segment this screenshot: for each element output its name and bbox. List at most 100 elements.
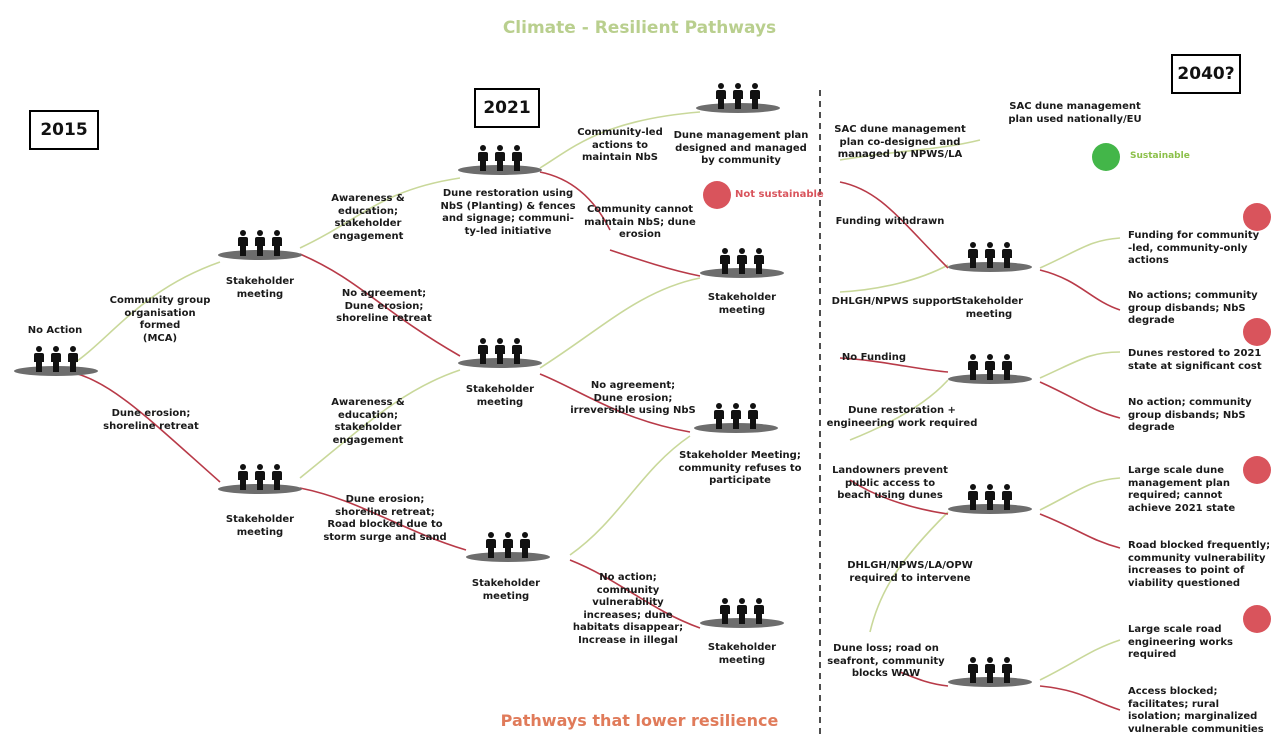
connector-lower bbox=[69, 371, 221, 483]
connector-resilient bbox=[839, 139, 981, 161]
connector-resilient bbox=[569, 435, 691, 556]
label-large-scale-dune: Large scale dune management plan require… bbox=[1128, 465, 1236, 514]
person-icon bbox=[750, 83, 760, 109]
label-no-action: No Action bbox=[27, 325, 83, 336]
label-dune-restoration-engineering: Dune restoration + engineering work requ… bbox=[826, 405, 978, 429]
person-icon bbox=[478, 145, 488, 171]
stakeholder-node bbox=[14, 344, 98, 376]
year-2015: 2015 bbox=[29, 110, 99, 150]
year-2040: 2040? bbox=[1171, 54, 1241, 94]
label-community-group: Community group organisation formed (MCA… bbox=[109, 295, 211, 344]
person-icon bbox=[512, 145, 522, 171]
title-resilient: Climate - Resilient Pathways bbox=[502, 18, 777, 38]
connector-resilient bbox=[299, 177, 461, 249]
person-icon bbox=[716, 83, 726, 109]
stakeholder-node bbox=[458, 143, 542, 175]
connector-resilient bbox=[539, 111, 701, 169]
person-icon bbox=[737, 248, 747, 274]
person-icon bbox=[238, 464, 248, 490]
connector-lower bbox=[539, 373, 691, 433]
label-no-actions-disbands: No actions; community group disbands; Nb… bbox=[1128, 290, 1258, 326]
connector-lower bbox=[899, 671, 949, 687]
person-icon bbox=[495, 338, 505, 364]
label-landowners: Landowners prevent public access to beac… bbox=[832, 465, 948, 501]
label-stakeholder-meeting: Stakeholder meeting bbox=[707, 642, 777, 666]
connector-lower bbox=[609, 249, 701, 277]
label-awareness: Awareness & education; stakeholder engag… bbox=[331, 397, 405, 446]
person-icon bbox=[968, 354, 978, 380]
label-dhlgh-intervene: DHLGH/NPWS/LA/OPW required to intervene bbox=[847, 560, 973, 584]
stakeholder-node bbox=[696, 81, 780, 113]
person-icon bbox=[720, 598, 730, 624]
connector-lower bbox=[1039, 513, 1121, 549]
connector-resilient bbox=[69, 261, 221, 367]
person-icon bbox=[985, 242, 995, 268]
connector-resilient bbox=[1039, 351, 1121, 379]
label-no-action-disbands: No action; community group disbands; NbS… bbox=[1128, 397, 1252, 433]
stakeholder-node bbox=[700, 596, 784, 628]
label-stakeholder-meeting: Stakeholder meeting bbox=[225, 514, 295, 538]
person-icon bbox=[714, 403, 724, 429]
label-large-scale-road: Large scale road engineering works requi… bbox=[1128, 624, 1233, 660]
sustainable-dot bbox=[1092, 143, 1120, 171]
not-sustainable-label: Not sustainable bbox=[735, 189, 824, 200]
connector-resilient bbox=[539, 277, 701, 369]
stakeholder-node bbox=[948, 482, 1032, 514]
year-2021: 2021 bbox=[474, 88, 540, 128]
label-funding-community: Funding for community -led, community-on… bbox=[1128, 230, 1260, 266]
label-community-led: Community-led actions to maintain NbS bbox=[577, 127, 663, 163]
person-icon bbox=[737, 598, 747, 624]
person-icon bbox=[720, 248, 730, 274]
connector-lower bbox=[1039, 685, 1121, 711]
person-icon bbox=[68, 346, 78, 372]
connector-resilient bbox=[839, 264, 949, 293]
not-sustainable-dot bbox=[1243, 203, 1271, 231]
stakeholder-node bbox=[948, 240, 1032, 272]
person-icon bbox=[495, 145, 505, 171]
label-dune-management-plan: Dune management plan designed and manage… bbox=[673, 130, 809, 166]
person-icon bbox=[512, 338, 522, 364]
connector-resilient bbox=[1039, 477, 1121, 511]
label-sac-national: SAC dune management plan used nationally… bbox=[1008, 101, 1142, 125]
person-icon bbox=[968, 657, 978, 683]
label-stakeholder-meeting: Stakeholder meeting bbox=[465, 384, 535, 408]
person-icon bbox=[503, 532, 513, 558]
person-icon bbox=[255, 464, 265, 490]
person-icon bbox=[731, 403, 741, 429]
connector-resilient bbox=[1039, 639, 1121, 681]
person-icon bbox=[985, 354, 995, 380]
person-icon bbox=[733, 83, 743, 109]
title-lower-resilience: Pathways that lower resilience bbox=[500, 711, 779, 730]
sustainable-label: Sustainable bbox=[1130, 151, 1190, 161]
label-no-agreement: No agreement; Dune erosion; shoreline re… bbox=[336, 288, 432, 324]
person-icon bbox=[1002, 484, 1012, 510]
stakeholder-node bbox=[218, 462, 302, 494]
connector-lower bbox=[299, 253, 461, 357]
label-stakeholder-meeting: Stakeholder meeting bbox=[707, 292, 777, 316]
label-dune-restoration: Dune restoration using NbS (Planting) & … bbox=[440, 188, 576, 237]
person-icon bbox=[754, 598, 764, 624]
label-dhlgh-support: DHLGH/NPWS support bbox=[831, 296, 957, 307]
connector-lower bbox=[1039, 381, 1121, 419]
stakeholder-node bbox=[694, 401, 778, 433]
not-sustainable-dot bbox=[1243, 456, 1271, 484]
label-sac-codesigned: SAC dune management plan co-designed and… bbox=[834, 124, 966, 160]
connector-lower bbox=[1039, 269, 1121, 311]
person-icon bbox=[985, 484, 995, 510]
not-sustainable-dot bbox=[1243, 318, 1271, 346]
not-sustainable-dot bbox=[1243, 605, 1271, 633]
person-icon bbox=[968, 484, 978, 510]
connector-lower bbox=[849, 479, 949, 515]
connector-resilient bbox=[849, 379, 949, 441]
person-icon bbox=[486, 532, 496, 558]
label-stakeholder-meeting: Stakeholder meeting bbox=[225, 276, 295, 300]
label-road-blocked: Road blocked frequently; community vulne… bbox=[1128, 540, 1271, 589]
label-access-blocked: Access blocked; facilitates; rural isola… bbox=[1128, 686, 1264, 735]
label-no-funding: No Funding bbox=[841, 352, 907, 363]
connector-resilient bbox=[299, 369, 461, 479]
label-dunes-restored: Dunes restored to 2021 state at signific… bbox=[1128, 348, 1262, 372]
person-icon bbox=[520, 532, 530, 558]
connector-lower bbox=[299, 487, 467, 551]
